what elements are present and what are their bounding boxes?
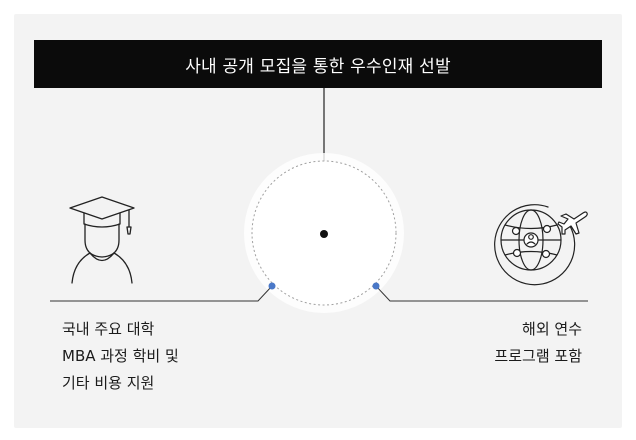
global-travel-icon (494, 204, 588, 286)
right-benefit-line: 프로그램 포함 (494, 347, 582, 365)
left-benefit-line: MBA 과정 학비 및 (62, 347, 179, 365)
left-benefit-line: 국내 주요 대학 (62, 320, 155, 338)
graduate-icon (69, 196, 135, 284)
left-connector-line (50, 285, 273, 302)
right-connector-dot (372, 282, 380, 290)
right-connector-line (375, 285, 588, 302)
center-dot (320, 230, 328, 238)
left-benefit-line: 기타 비용 지원 (62, 374, 155, 392)
left-connector-dot (268, 282, 276, 290)
left-benefit-text: 국내 주요 대학 MBA 과정 학비 및 기타 비용 지원 (62, 316, 282, 397)
right-benefit-text: 해외 연수 프로그램 포함 (362, 316, 582, 370)
title-banner: 사내 공개 모집을 통한 우수인재 선발 (34, 40, 602, 88)
title-text: 사내 공개 모집을 통한 우수인재 선발 (185, 56, 451, 77)
right-benefit-line: 해외 연수 (522, 320, 582, 338)
